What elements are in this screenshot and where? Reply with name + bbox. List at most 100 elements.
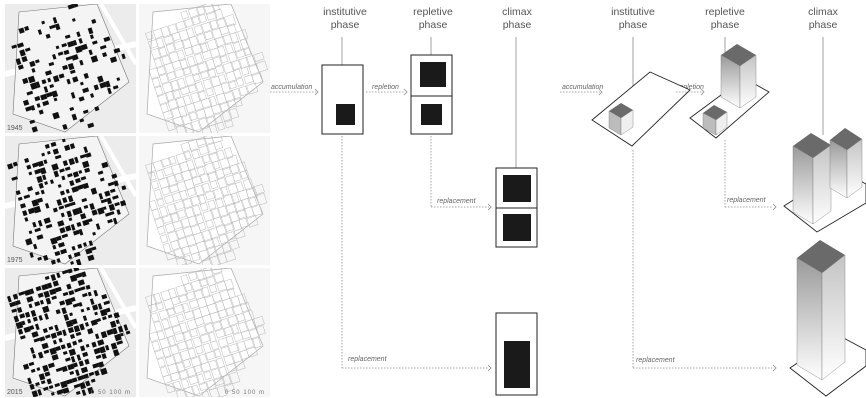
building-footprint (56, 272, 61, 279)
parcel (212, 56, 223, 67)
building-footprint (36, 103, 41, 108)
parcel (229, 163, 240, 175)
map-figure-ground-1945: 1945 (5, 4, 136, 133)
building-footprint (71, 377, 78, 383)
building-block (420, 62, 446, 87)
building-footprint (28, 303, 33, 309)
parcel (224, 306, 235, 317)
building-footprint (80, 345, 86, 352)
parcel (208, 359, 218, 371)
parcel (255, 60, 268, 73)
building-footprint (94, 106, 100, 112)
building-footprint (56, 389, 64, 395)
building-footprint (84, 358, 90, 365)
building-footprint (57, 242, 65, 248)
parcel (199, 173, 211, 184)
building-footprint (68, 348, 77, 357)
parcel (187, 6, 200, 18)
parcel (215, 328, 227, 339)
building-footprint (78, 360, 84, 367)
building-footprint (55, 367, 63, 373)
parcel (199, 69, 210, 80)
building-footprint (55, 45, 60, 50)
building-footprint (112, 194, 119, 200)
building-footprint (18, 291, 26, 296)
building-footprint (81, 389, 87, 396)
parcel (239, 169, 250, 180)
building-footprint (27, 75, 36, 84)
building-footprint (35, 81, 41, 88)
parcel (169, 79, 180, 93)
phase-title-line: phase (502, 19, 532, 31)
building-footprint (17, 306, 23, 313)
parcel (170, 371, 182, 382)
building-footprint (61, 269, 69, 275)
building-footprint (91, 18, 97, 24)
parcel (193, 156, 206, 169)
building-footprint (29, 60, 36, 68)
building-footprint (23, 194, 31, 200)
parcel (190, 120, 202, 132)
building-footprint (90, 93, 95, 98)
parcel (165, 250, 177, 261)
building-footprint (100, 198, 108, 204)
parcel (153, 320, 163, 333)
building-footprint (82, 351, 89, 358)
parcel (155, 37, 165, 50)
building-footprint (71, 186, 79, 193)
building-footprint (104, 190, 111, 197)
building-footprint (7, 295, 12, 303)
building-footprint (50, 259, 56, 265)
building-footprint (15, 321, 24, 330)
phase-title-line: phase (710, 19, 740, 31)
parcel (179, 322, 189, 335)
building-footprint (116, 340, 124, 346)
parcel (194, 53, 204, 66)
parcel (228, 79, 237, 90)
building-footprint (61, 175, 66, 181)
building-footprint (12, 293, 19, 300)
building-footprint (58, 337, 63, 343)
building-footprint (34, 227, 41, 233)
building-footprint (90, 319, 98, 326)
parcel (174, 332, 186, 343)
building-footprint (101, 294, 108, 300)
parcel (233, 68, 242, 79)
building-footprint (56, 258, 61, 263)
building-footprint (37, 292, 44, 298)
map-year-label: 1945 (7, 125, 23, 132)
building-footprint (49, 24, 56, 30)
parcel (233, 228, 246, 240)
parcel (173, 172, 183, 183)
building-footprint (59, 300, 66, 306)
building-footprint (31, 331, 39, 338)
map-year-label: 1975 (7, 257, 23, 264)
parcel (183, 46, 194, 57)
building-footprint (111, 173, 118, 179)
building-footprint (99, 81, 107, 89)
parcel (201, 390, 210, 397)
building-footprint (64, 166, 71, 171)
parcel (223, 222, 235, 233)
parcel (159, 73, 169, 85)
parcel (210, 340, 220, 351)
building-footprint (36, 175, 43, 183)
building-footprint (34, 95, 41, 102)
building-footprint (77, 184, 85, 190)
parcel (205, 219, 214, 229)
parcel (213, 348, 222, 359)
building-footprint (22, 99, 30, 106)
parcel (209, 311, 222, 325)
building-footprint (19, 335, 26, 340)
parcel (170, 296, 181, 306)
building-footprint (52, 244, 57, 250)
building-footprint (97, 339, 105, 346)
parcel (175, 20, 187, 31)
parcel (172, 219, 184, 230)
parcel (197, 325, 207, 336)
map-scale-bar: 0 50 100 m (90, 390, 131, 396)
building-footprint (78, 38, 83, 44)
building-footprint (60, 380, 68, 389)
parcel (183, 254, 193, 265)
building-footprint (77, 243, 83, 249)
